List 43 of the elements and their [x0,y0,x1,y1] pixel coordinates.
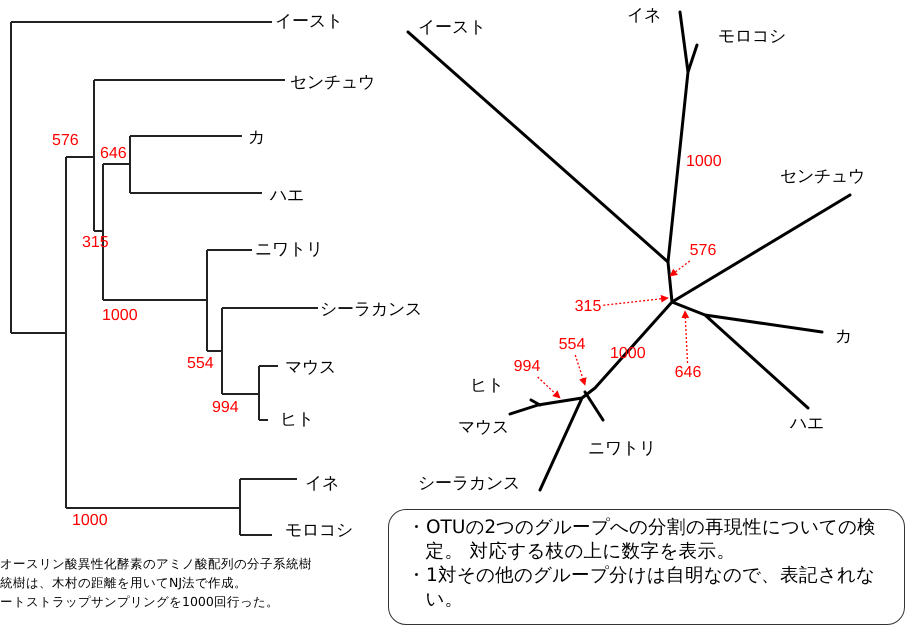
species-label: センチュウ [780,168,865,186]
leader-line [574,354,587,386]
bootstrap-value: 554 [187,356,214,372]
leader-line [681,310,690,364]
bootstrap-value: 646 [674,365,702,381]
species-label: カ [835,328,852,346]
caption-line: ートストラップサンプリングを1000回行った。 [0,596,279,608]
leader-line [669,260,690,277]
species-label: シーラカンス [320,302,422,318]
species-label: カ [248,130,265,146]
bootstrap-value: 576 [690,243,716,259]
species-label: イネ [627,8,661,24]
bootstrap-value: 1000 [686,154,722,170]
species-label: マウス [285,360,336,376]
species-label: センチュウ [290,74,375,92]
note-text: ・OTUの2つのグループへの分割の再現性についての検定。 対応する枝の上に数字を表示。 [407,516,878,564]
species-label: イースト [418,20,486,36]
bootstrap-value: 994 [212,400,239,416]
leader-line [603,294,669,306]
bootstrap-value: 646 [100,146,127,162]
note-text: ・1対その他のグループ分けは自明なので、表記されない。 [407,564,876,612]
caption-line: 統樹は、木村の距離を用いてNJ法で作成。 [0,577,248,590]
bootstrap-value: 576 [52,133,79,149]
species-label: イネ [305,476,339,492]
bootstrap-value: 315 [574,299,602,315]
bootstrap-value: 554 [558,337,586,353]
bootstrap-value: 1000 [102,308,138,324]
species-label: ニワトリ [588,440,656,458]
leader-line [537,376,561,399]
species-label: ニワトリ [255,242,323,258]
species-label: ハエ [270,188,304,204]
caption-line: オースリン酸異性化酵素のアミノ酸配列の分子系統樹 [0,558,312,570]
species-label: シーラカンス [418,476,520,492]
species-label: ヒト [280,412,314,428]
bootstrap-value: 994 [514,359,540,375]
species-label: マウス [458,420,509,436]
species-label: モロコシ [718,28,786,46]
species-label: ハエ [790,416,824,432]
bootstrap-value: 1000 [72,513,108,529]
species-label: モロコシ [285,522,353,540]
note-box [388,509,905,625]
species-label: イースト [275,14,343,30]
species-label: ヒト [470,378,504,394]
